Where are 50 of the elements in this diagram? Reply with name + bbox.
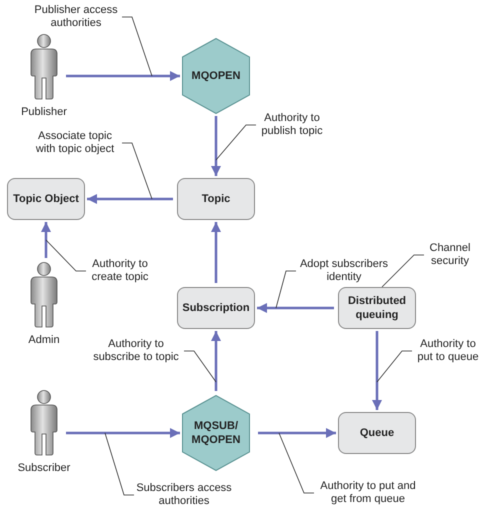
process-box bbox=[177, 287, 255, 329]
callout-text: Associate topic with topic object bbox=[34, 130, 116, 156]
leader-line bbox=[46, 240, 86, 272]
person-label: Subscriber bbox=[18, 462, 70, 475]
hexagon-node bbox=[182, 38, 250, 114]
leader-line bbox=[276, 270, 296, 308]
arrow bbox=[66, 71, 180, 81]
leader-line bbox=[376, 350, 412, 382]
person-icon bbox=[30, 34, 58, 100]
process-box bbox=[338, 412, 416, 454]
callout-text: Authority to subscribe to topic bbox=[92, 338, 180, 364]
arrow bbox=[66, 428, 180, 438]
arrow bbox=[41, 222, 51, 258]
person-icon bbox=[30, 390, 58, 456]
node-label: Subscription bbox=[182, 301, 250, 315]
person-icon bbox=[30, 262, 58, 328]
leader-line bbox=[122, 16, 152, 76]
callout-text: Adopt subscribers identity bbox=[298, 258, 390, 284]
process-box bbox=[177, 178, 255, 220]
node-label: Topic Object bbox=[13, 192, 79, 206]
node-label: MQSUB/ MQOPEN bbox=[190, 419, 242, 447]
callout-text: Authority to create topic bbox=[90, 258, 150, 284]
leader-line bbox=[216, 124, 256, 160]
node-label: Topic bbox=[202, 192, 230, 206]
person-label: Publisher bbox=[21, 106, 67, 119]
arrow bbox=[211, 331, 221, 391]
process-box bbox=[7, 178, 85, 220]
leader-line bbox=[184, 350, 216, 382]
callout-text: Authority to put and get from queue bbox=[319, 480, 417, 506]
arrow bbox=[372, 331, 382, 410]
leader-line bbox=[104, 432, 134, 496]
arrow bbox=[211, 116, 221, 176]
callout-text: Channel security bbox=[428, 242, 472, 268]
callout-text: Authority to put to queue bbox=[416, 338, 480, 364]
node-label: Distributed queuing bbox=[346, 294, 408, 322]
person-label: Admin bbox=[28, 334, 60, 347]
callout-text: Authority to publish topic bbox=[260, 112, 324, 138]
process-box bbox=[338, 287, 416, 329]
leader-line bbox=[278, 432, 314, 494]
leader-line bbox=[122, 142, 152, 200]
node-label: MQOPEN bbox=[192, 69, 240, 83]
arrow bbox=[87, 194, 173, 204]
arrow bbox=[257, 303, 334, 313]
callout-text: Publisher access authorities bbox=[33, 4, 119, 30]
arrow bbox=[258, 428, 336, 438]
arrow bbox=[211, 222, 221, 283]
hexagon-node bbox=[182, 395, 250, 471]
callout-text: Subscribers access authorities bbox=[135, 482, 233, 508]
node-label: Queue bbox=[360, 426, 394, 440]
leader-line bbox=[382, 254, 424, 288]
